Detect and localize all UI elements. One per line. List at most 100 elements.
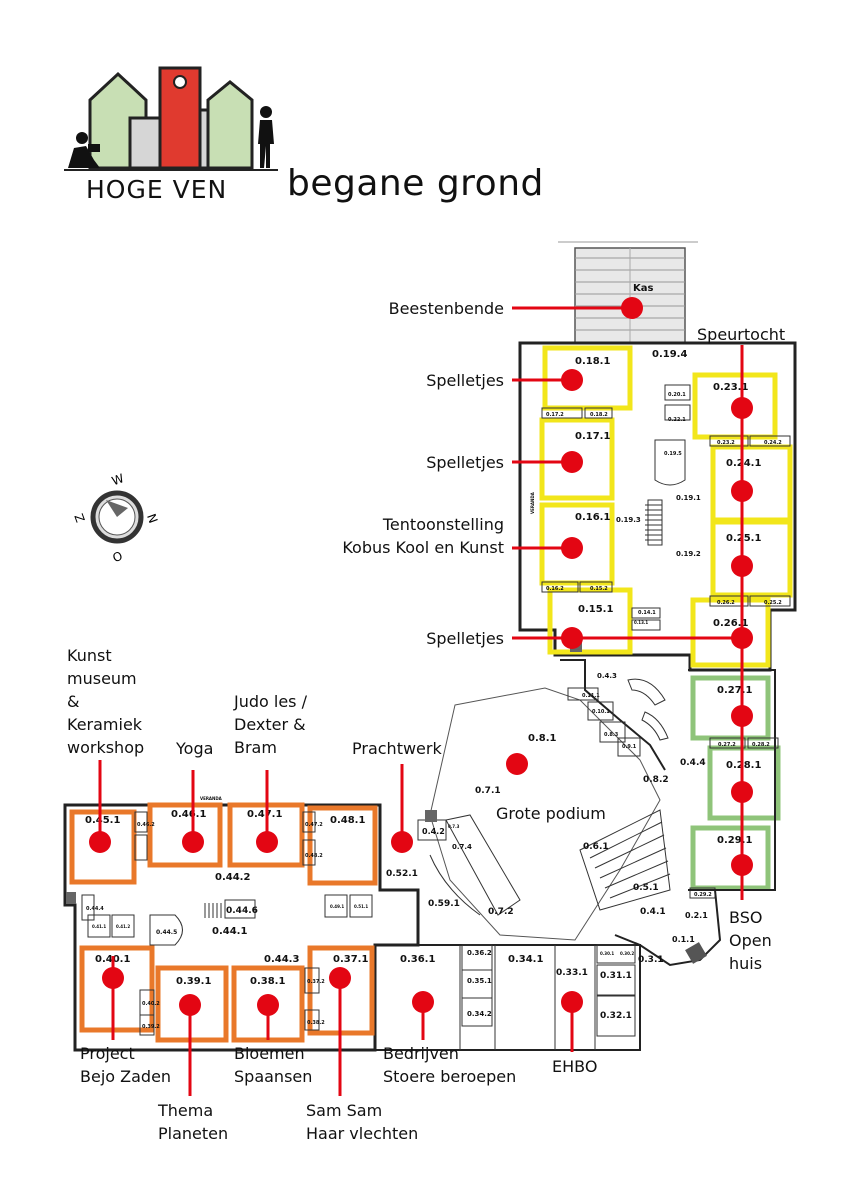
marker-kunst[interactable]	[89, 831, 111, 853]
activity-label-line: Bram	[234, 738, 277, 757]
marker-samsam[interactable]	[329, 967, 351, 989]
marker-tentoonstelling[interactable]	[561, 537, 583, 559]
label-ehbo: EHBO	[552, 1055, 597, 1078]
room-label: 0.44.4	[86, 906, 104, 912]
room-labels: Kas 0.18.1 0.19.4 0.17.2 0.18.2 0.17.1 0…	[85, 283, 782, 1030]
west-small-rooms	[81, 811, 373, 1036]
marker-speurtocht-1[interactable]	[731, 397, 753, 419]
label-speurtocht: Speurtocht	[697, 323, 785, 346]
room-label: 0.27.2	[718, 742, 736, 748]
marker-grote-podium[interactable]	[506, 753, 528, 775]
west-wing-walls	[63, 803, 420, 1052]
room-label: 0.51.1	[354, 904, 368, 909]
marker-thema[interactable]	[179, 994, 201, 1016]
room-label: 0.7.1	[475, 786, 501, 796]
activity-label-line: Spelletjes	[426, 371, 504, 390]
marker-yoga[interactable]	[182, 831, 204, 853]
activity-label-line: Thema	[158, 1101, 214, 1120]
room-label: 0.15.1	[578, 604, 613, 615]
marker-bso-3[interactable]	[731, 854, 753, 876]
label-grote-podium: Grote podium	[496, 802, 606, 825]
room-label: 0.6.1	[583, 842, 609, 852]
room-label: 0.44.1	[212, 926, 247, 937]
room-label: 0.59.1	[428, 899, 460, 909]
room-label: 0.20.1	[668, 392, 686, 398]
activity-label-line: Keramiek	[67, 715, 143, 734]
marker-bedrijven[interactable]	[412, 991, 434, 1013]
activity-label-line: Spaansen	[234, 1067, 313, 1086]
room-label: 0.41.1	[92, 924, 106, 929]
activity-label-line: Yoga	[176, 739, 214, 758]
room-label: 0.30.1	[600, 951, 614, 956]
room-label: 0.19.3	[616, 516, 641, 524]
room-label: 0.11.1	[582, 693, 600, 699]
activity-label-line: Haar vlechten	[306, 1124, 419, 1143]
room-label: 0.29.1	[717, 835, 752, 846]
room-label: 0.32.1	[600, 1011, 632, 1021]
activity-label-line: Bloemen	[234, 1044, 305, 1063]
center-small-rooms	[567, 678, 669, 757]
room-label: 0.33.1	[556, 968, 588, 978]
activity-label-line: BSO	[729, 908, 763, 927]
podium-steps	[589, 821, 671, 899]
marker-project[interactable]	[102, 967, 124, 989]
room-label: 0.18.2	[590, 412, 608, 418]
room-label: 0.4.4	[680, 758, 706, 768]
north-wing-walls	[518, 341, 797, 672]
marker-bso-1[interactable]	[731, 705, 753, 727]
marker-spelletjes-3[interactable]	[561, 627, 583, 649]
room-label: 0.34.2	[467, 1010, 492, 1018]
room-label: 0.25.2	[764, 600, 782, 606]
room-label: 0.16.1	[575, 512, 610, 523]
marker-bloemen[interactable]	[257, 994, 279, 1016]
room-label: 0.23.2	[717, 440, 735, 446]
room-label: 0.52.1	[386, 869, 418, 879]
logo-tower-window	[173, 75, 187, 89]
room-label: 0.48.1	[330, 815, 365, 826]
activity-label-line: Bejo Zaden	[80, 1067, 172, 1086]
marker-prachtwerk[interactable]	[391, 831, 413, 853]
room-label: 0.5.1	[633, 883, 659, 893]
logo-child-reading-icon	[68, 132, 100, 168]
logo-wordmark: HOGE VEN	[86, 175, 228, 204]
activity-label-line: Beestenbende	[388, 299, 504, 318]
room-label: 0.29.2	[694, 892, 712, 898]
room-label: 0.4.2	[422, 827, 445, 836]
marker-bso-2[interactable]	[731, 781, 753, 803]
label-judo: Judo les /Dexter &Bram	[234, 690, 307, 759]
room-label: 0.3.1	[638, 955, 664, 965]
marker-ehbo[interactable]	[561, 991, 583, 1013]
activity-label-line: Bedrijven	[383, 1044, 459, 1063]
room-label: 0.28.2	[752, 742, 770, 748]
room-label: 0.18.1	[575, 356, 610, 367]
compass-icon: W N O Z	[72, 471, 160, 564]
marker-spelletjes-2[interactable]	[561, 451, 583, 473]
marker-beestenbende[interactable]	[621, 297, 643, 319]
room-label: 0.16.2	[546, 586, 564, 592]
label-beestenbende: Beestenbende	[389, 297, 504, 320]
south-rooms	[459, 944, 636, 1050]
activity-label-line: Planeten	[158, 1124, 229, 1143]
room-label: 0.7.2	[488, 907, 514, 917]
room-label: 0.17.1	[575, 431, 610, 442]
ring-corridor-wall	[560, 659, 666, 771]
label-prachtwerk: Prachtwerk	[352, 737, 442, 760]
marker-spelletjes-1[interactable]	[561, 369, 583, 391]
room-label: VERANDA	[200, 796, 223, 801]
room-label: 0.25.1	[726, 533, 761, 544]
room-label: 0.15.2	[590, 586, 608, 592]
room-label: 0.19.2	[676, 550, 701, 558]
marker-speurtocht-2[interactable]	[731, 480, 753, 502]
room-label: 0.40.2	[142, 1001, 160, 1007]
marker-speurtocht-3[interactable]	[731, 555, 753, 577]
page-title: begane grond	[287, 163, 544, 204]
room-label: 0.44.5	[156, 929, 177, 936]
label-spelletjes-2: Spelletjes	[426, 451, 504, 474]
room-label: 0.23.1	[713, 382, 748, 393]
marker-spelletjes-3b[interactable]	[731, 627, 753, 649]
marker-judo[interactable]	[256, 831, 278, 853]
